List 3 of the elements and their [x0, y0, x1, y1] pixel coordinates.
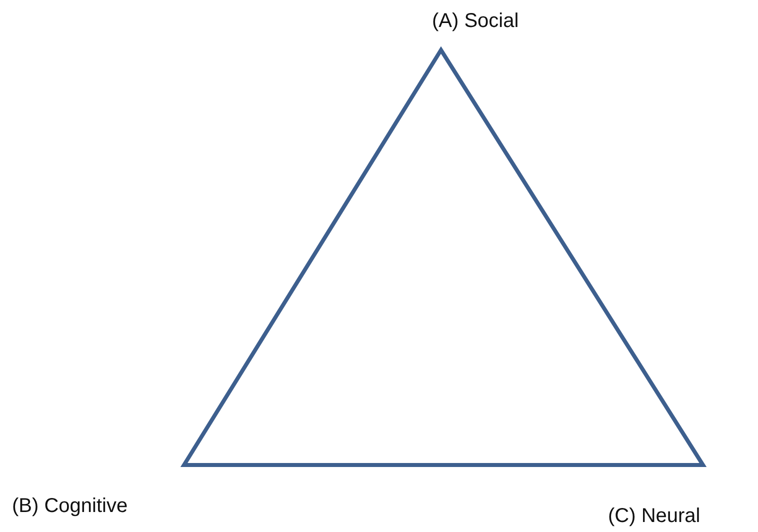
vertex-label: (C) Neural [608, 505, 700, 527]
vertex-label: (A) Social [432, 10, 519, 32]
vertex-label: (B) Cognitive [12, 495, 128, 517]
